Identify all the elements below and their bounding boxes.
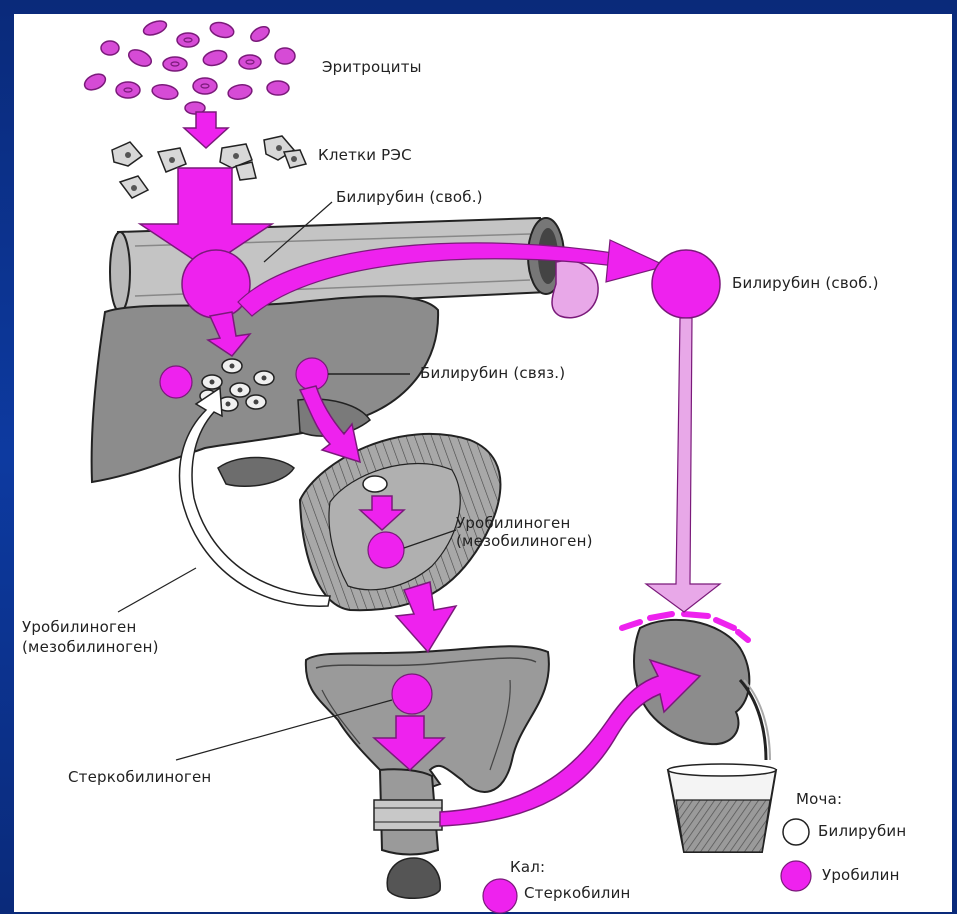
label-legend-bilirubin: Билирубин <box>818 822 906 840</box>
gallbladder-shape <box>218 457 294 486</box>
sterkobilinogen-dot <box>392 674 432 714</box>
label-bilirubin-free-right: Билирубин (своб.) <box>732 274 879 292</box>
spleen-shape <box>552 261 598 318</box>
label-bilirubin-free-top: Билирубин (своб.) <box>336 188 483 206</box>
feces-lump <box>387 858 440 898</box>
label-erythrocytes: Эритроциты <box>322 58 422 76</box>
pointer-urobilinogen-left <box>118 568 196 612</box>
legend-bilirubin-marker <box>783 819 809 845</box>
urobilinogen-gut-dot <box>368 532 404 568</box>
legend-urobilin-marker <box>781 861 811 891</box>
label-sterkobilinogen: Стеркобилиноген <box>68 768 211 786</box>
arrow-bilirubin-to-kidney <box>646 318 720 612</box>
label-urine: Моча: <box>796 790 842 808</box>
legend-sterkobilin-marker <box>483 879 517 913</box>
label-legend-urobilin: Уробилин <box>822 866 900 884</box>
bilirubin-free-right-dot <box>652 250 720 318</box>
urine-glass <box>668 764 776 852</box>
arrow-small-to-large-intestine <box>396 582 456 652</box>
label-bilirubin-bound: Билирубин (связ.) <box>420 364 565 382</box>
label-urobilinogen-gut-2: (мезобилиноген) <box>456 532 593 550</box>
arrow-erythrocytes-to-res <box>184 112 228 148</box>
label-legend-sterkobilin: Стеркобилин <box>524 884 631 902</box>
bilirubin-free-vessel-dot <box>182 250 250 318</box>
label-feces: Кал: <box>510 858 545 876</box>
bilirubin-bound-dot <box>296 358 328 390</box>
label-urobilinogen-left-1: Уробилиноген <box>22 618 136 636</box>
liver-left-dot <box>160 366 192 398</box>
label-urobilinogen-left-2: (мезобилиноген) <box>22 638 159 656</box>
erythrocytes-cluster <box>82 18 295 114</box>
label-urobilinogen-gut-1: Уробилиноген <box>456 514 570 532</box>
label-res-cells: Клетки РЭС <box>318 146 412 164</box>
